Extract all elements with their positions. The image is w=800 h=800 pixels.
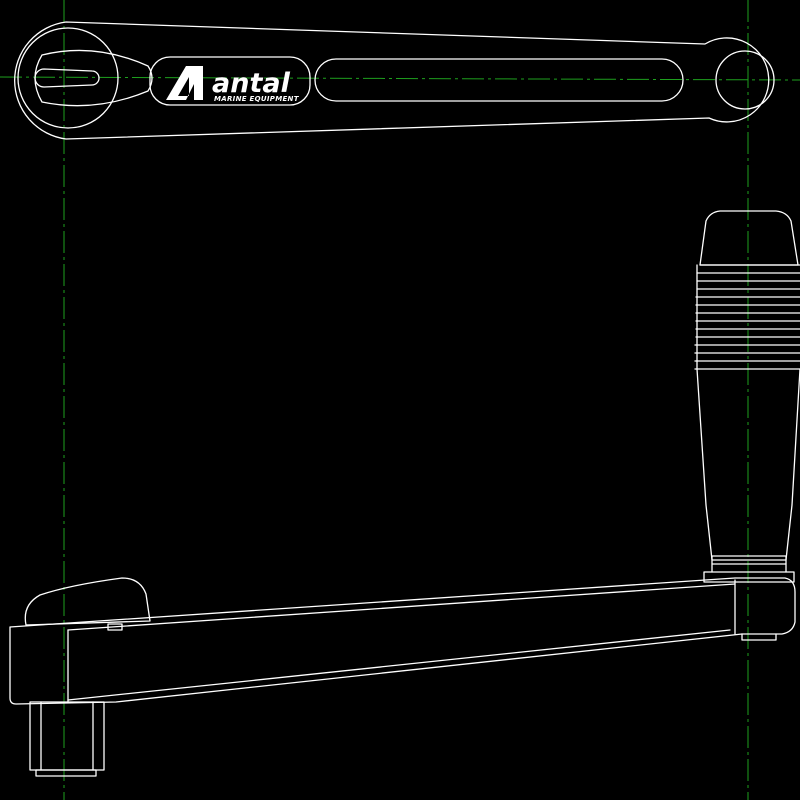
centerline-top-horizontal — [0, 76, 800, 81]
grip-washer — [703, 571, 795, 583]
grip-ferrule — [711, 555, 787, 565]
top-view-logo-pocket — [149, 56, 311, 106]
brand-logo-mark — [166, 66, 203, 100]
top-view-right-boss-ring — [715, 50, 775, 110]
side-view-grip — [694, 210, 800, 583]
side-view-arm-end-pad — [734, 579, 777, 641]
grip-top-cap — [699, 210, 799, 266]
side-view-arm-edge-bottom — [67, 629, 731, 701]
brand-logo: antal MARINE EQUIPMENT — [166, 66, 300, 103]
grip-ribs — [694, 264, 800, 370]
side-view-arm-outline — [9, 577, 796, 705]
side-view-lock-lever — [24, 577, 151, 626]
top-view-arm-slot — [314, 58, 684, 102]
brand-logo-tagline: MARINE EQUIPMENT — [214, 95, 300, 103]
grip-lower-body — [696, 368, 800, 561]
top-view-left-boss-ring — [17, 27, 119, 129]
top-view: antal MARINE EQUIPMENT — [14, 21, 775, 140]
top-view-socket-slot — [34, 68, 100, 88]
side-view-socket-drive — [29, 701, 105, 777]
top-view-socket-lobe — [34, 49, 153, 107]
brand-logo-word: antal — [212, 68, 291, 99]
side-view-lock-tab — [107, 623, 123, 631]
socket-drive-tip — [35, 769, 97, 777]
side-view-arm-edge-top — [67, 583, 736, 631]
side-view — [9, 210, 800, 777]
top-view-arm-outline — [14, 21, 770, 140]
